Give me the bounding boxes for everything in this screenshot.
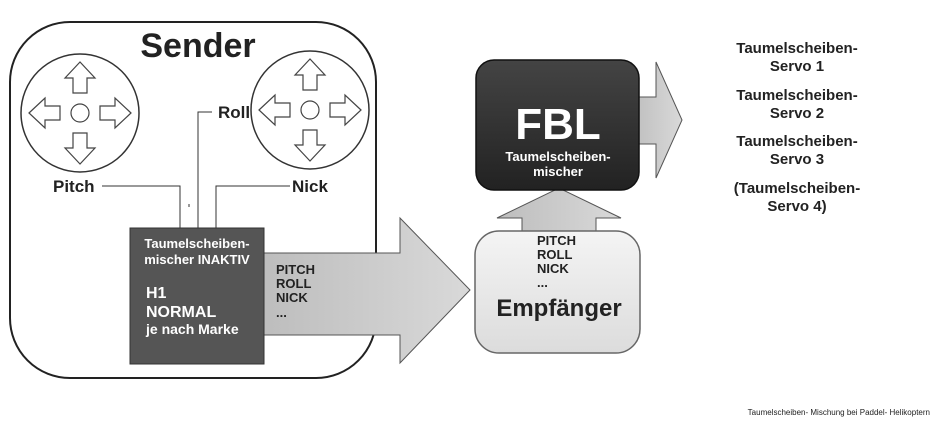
receiver-box bbox=[474, 230, 641, 354]
servo-4-line2: Servo 4) bbox=[767, 198, 826, 215]
pitch-connector-line bbox=[102, 185, 181, 228]
servo-list: Taumelscheiben- Servo 1 Taumelscheiben- … bbox=[734, 40, 860, 215]
label-pitch: Pitch bbox=[53, 177, 95, 196]
receiver-title: Empfänger bbox=[496, 295, 621, 322]
mixer-line2: mischer INAKTIV bbox=[144, 252, 250, 267]
servo-3-line2: Servo 3 bbox=[770, 151, 824, 168]
fbl-sub2: mischer bbox=[533, 164, 583, 179]
fbl-sub1: Taumelscheiben- bbox=[505, 149, 610, 164]
receiver-channel-4: ... bbox=[537, 275, 548, 290]
label-nick: Nick bbox=[292, 177, 328, 196]
arrow-channel-1: PITCH bbox=[276, 262, 315, 277]
signal-arrow bbox=[261, 216, 471, 365]
caption: Taumelscheiben- Mischung bei Paddel- Hel… bbox=[748, 408, 930, 417]
receiver-channel-1: PITCH bbox=[537, 233, 576, 248]
servo-4-line1: (Taumelscheiben- bbox=[734, 180, 860, 197]
right-stick-icon bbox=[250, 50, 370, 170]
sender-title: Sender bbox=[140, 27, 255, 65]
servo-1-line1: Taumelscheiben- bbox=[736, 40, 857, 57]
fbl-title: FBL bbox=[515, 100, 601, 149]
mixer-line1: Taumelscheiben- bbox=[144, 236, 249, 251]
mode-line1: H1 bbox=[146, 285, 167, 302]
mixer-box bbox=[129, 227, 265, 365]
servo-2-line1: Taumelscheiben- bbox=[736, 87, 857, 104]
arrow-channel-3: NICK bbox=[276, 290, 308, 305]
arrow-channel-2: ROLL bbox=[276, 276, 311, 291]
servo-1-line2: Servo 1 bbox=[770, 58, 824, 75]
label-roll: Roll bbox=[218, 103, 250, 122]
servo-3-line1: Taumelscheiben- bbox=[736, 133, 857, 150]
fbl-box bbox=[475, 59, 640, 191]
receiver-up-arrow bbox=[496, 187, 622, 237]
nick-connector-line bbox=[215, 185, 290, 228]
receiver-channel-2: ROLL bbox=[537, 247, 572, 262]
mode-line2: NORMAL bbox=[146, 304, 216, 321]
roll-connector-line bbox=[197, 111, 212, 228]
mode-line3: je nach Marke bbox=[145, 321, 239, 337]
arrow-channel-4: ... bbox=[276, 305, 287, 320]
receiver-channel-3: NICK bbox=[537, 261, 569, 276]
servo-2-line2: Servo 2 bbox=[770, 105, 824, 122]
left-stick-icon bbox=[20, 53, 140, 173]
